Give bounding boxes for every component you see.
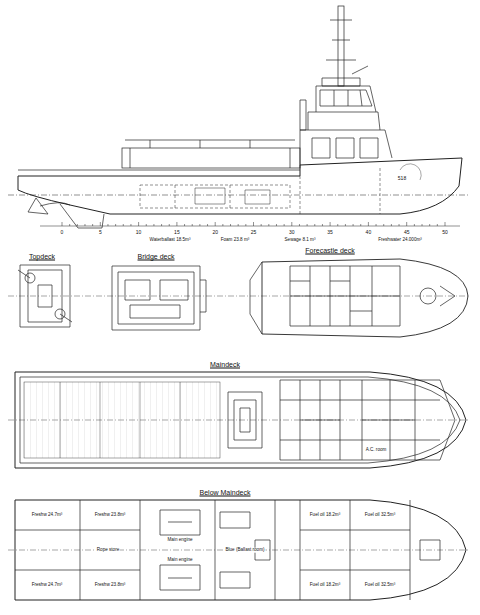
scale-number: 35 (326, 230, 334, 235)
scale-number: 15 (173, 230, 181, 235)
scale-number: 50 (441, 230, 449, 235)
tank-label: Freshw 24.7m³ (31, 513, 64, 518)
scale-number: 25 (250, 230, 258, 235)
view-title: Forecastle deck (304, 247, 355, 254)
tank-label: Freshw 23.8m³ (94, 513, 127, 518)
tank-label: Waterballast 18.5m³ (149, 238, 192, 243)
tank-label: Foam 23.8 m³ (220, 238, 251, 243)
tank-label: Fuel oil 32.5m³ (364, 583, 396, 588)
room-label: Blue (Ballast room) (224, 548, 265, 553)
callout-number: 518 (397, 176, 407, 181)
scale-number: 45 (403, 230, 411, 235)
tank-label: Fuel oil 18.2m³ (309, 513, 341, 518)
scale-number: 30 (288, 230, 296, 235)
tank-label: Sewage 8.1 m³ (284, 238, 317, 243)
room-label: A.C. room (365, 448, 388, 453)
scale-number: 5 (98, 230, 103, 235)
view-title: Maindeck (209, 361, 241, 368)
room-label: Main engine (166, 538, 193, 543)
scale-number: 0 (60, 230, 65, 235)
tank-label: Fuel oil 18.2m³ (309, 583, 341, 588)
scale-number: 40 (365, 230, 373, 235)
room-label: Rope store (96, 548, 120, 553)
tank-label: Fuel oil 32.5m³ (364, 513, 396, 518)
view-title: Topdeck (28, 253, 56, 260)
room-label: Main engine (166, 558, 193, 563)
view-title: Below Maindeck (199, 489, 252, 496)
scale-number: 10 (135, 230, 143, 235)
scale-number: 20 (211, 230, 219, 235)
tank-label: Freshwater 24.000m³ (377, 238, 423, 243)
tank-label: Freshw 23.8m³ (94, 583, 127, 588)
tank-label: Freshw 24.7m³ (31, 583, 64, 588)
view-title: Bridge deck (137, 253, 176, 260)
